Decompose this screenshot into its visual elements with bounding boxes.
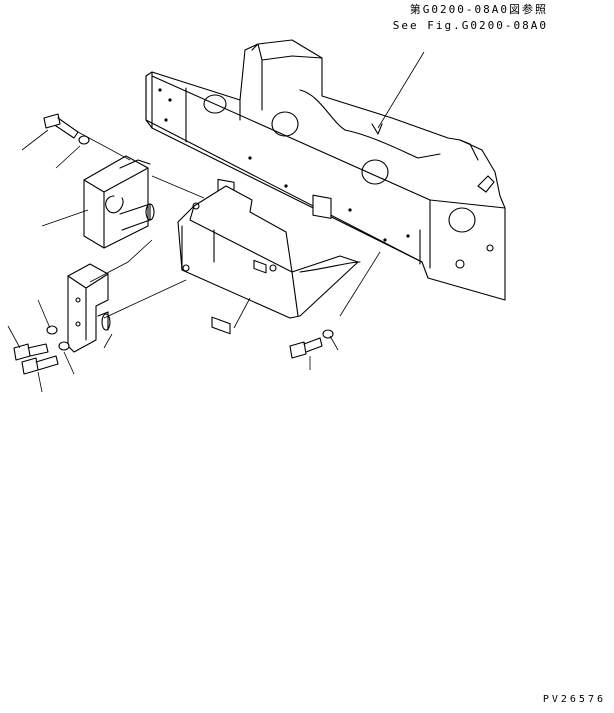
- reference-arrowhead: [371, 123, 383, 135]
- reference-note-english: See Fig.G0200-08A0: [392, 19, 548, 32]
- bolt: [21, 341, 70, 375]
- bolt: [43, 113, 131, 161]
- bolt: [13, 325, 58, 361]
- lower-bracket: [67, 263, 111, 353]
- bolt: [289, 329, 334, 359]
- tray-leader: [339, 251, 381, 317]
- upper-bracket: [83, 155, 155, 249]
- callout-leaders: [7, 129, 339, 393]
- reference-leader: [377, 51, 425, 129]
- reference-note-japanese: 第G0200-08A0図参照: [409, 3, 548, 16]
- reference-note: 第G0200-08A0図参照 See Fig.G0200-08A0: [393, 2, 548, 34]
- connect-line-upper: [151, 175, 205, 199]
- drawing-code: PV26576: [542, 694, 606, 705]
- connect-line-mid: [89, 239, 153, 283]
- battery-tray: [177, 185, 361, 335]
- connect-line-lower: [103, 279, 187, 319]
